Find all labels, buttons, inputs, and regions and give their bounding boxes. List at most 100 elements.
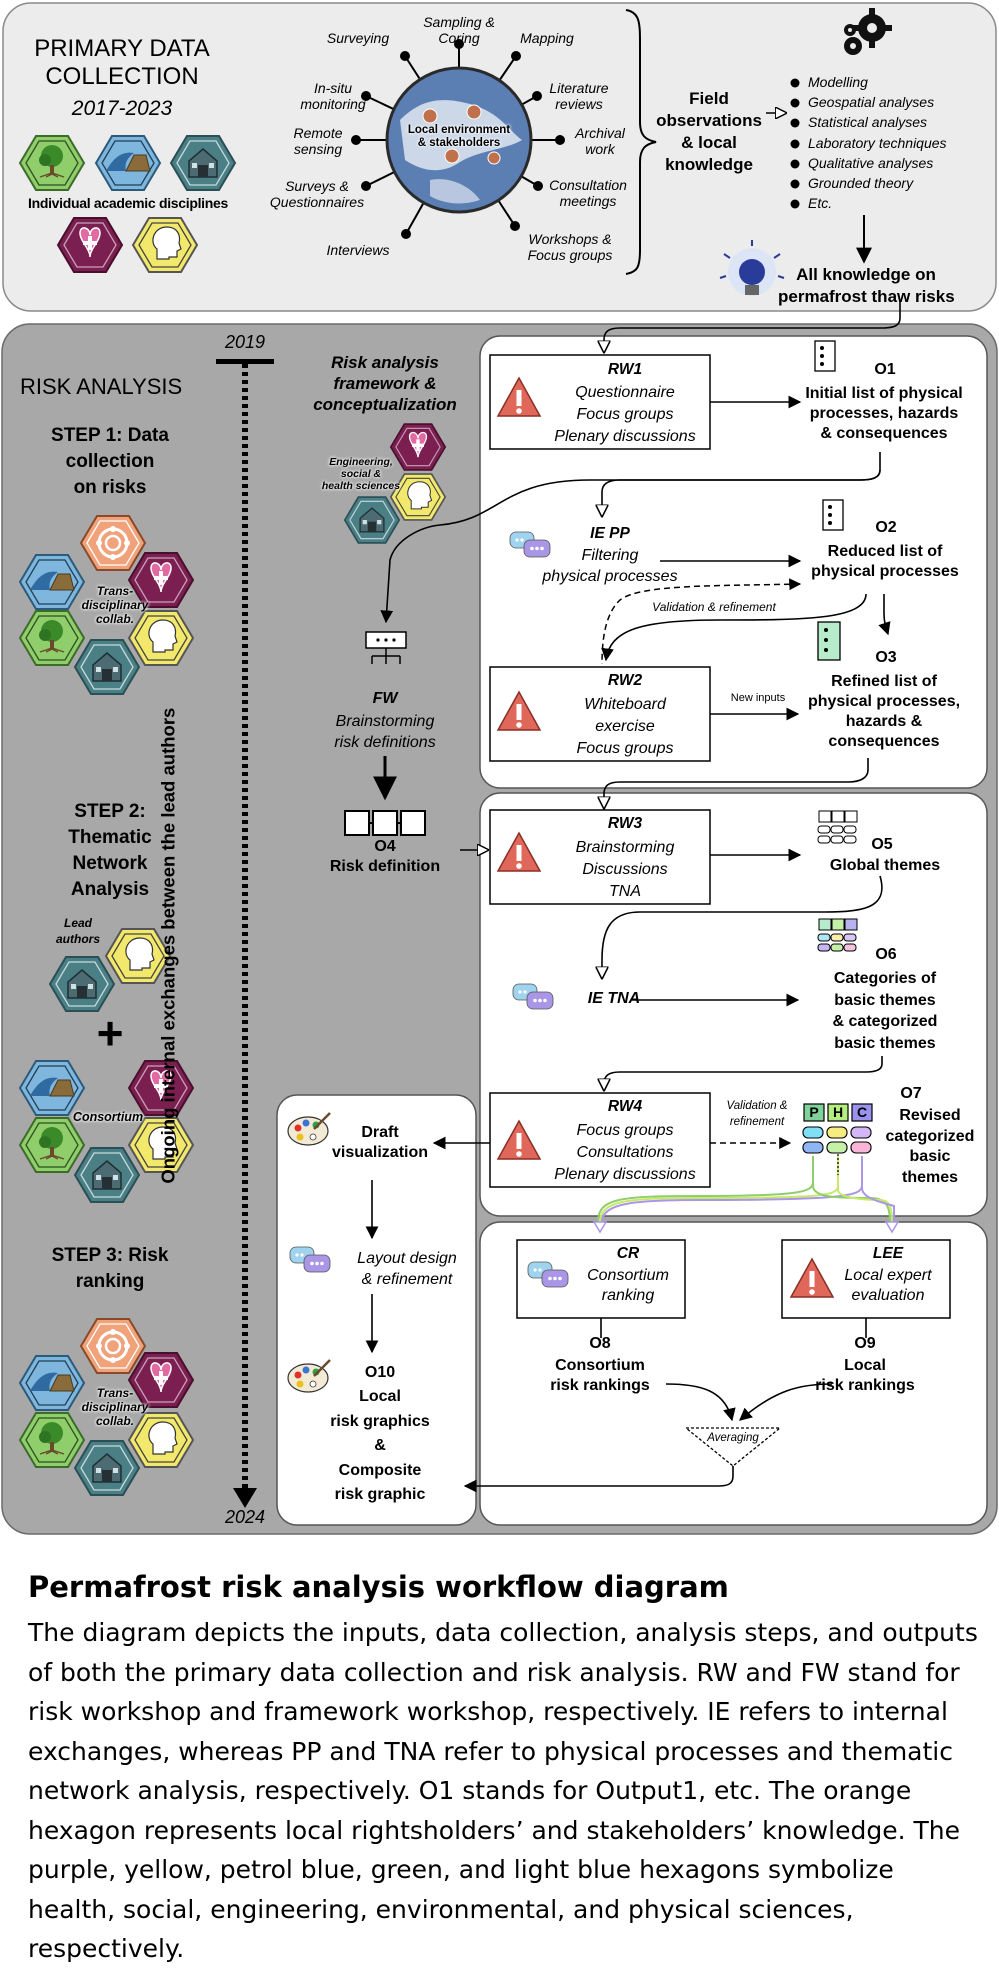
phc-h: H (832, 1104, 844, 1120)
averaging-label: Averaging (707, 1432, 759, 1444)
analysis-statistical: Statistical analyses (808, 114, 928, 130)
lightbulb-icon (719, 240, 785, 296)
fw-title: FW (372, 690, 398, 707)
validation-refinement-2: Validation &refinement (726, 1100, 788, 1128)
cr-title: CR (616, 1245, 640, 1262)
method-mapping: Mapping (520, 30, 574, 46)
fw-icon (365, 631, 407, 664)
o3-title: O3 (875, 649, 897, 666)
o3-document-icon (817, 621, 841, 661)
o4-label: Risk definition (329, 858, 441, 875)
o6-phc-icon (817, 918, 858, 952)
timeline-end: 2024 (224, 1507, 266, 1527)
analysis-etc: Etc. (808, 195, 833, 211)
gear-icon (844, 8, 892, 55)
field-brace (625, 9, 657, 275)
o1-title: O1 (874, 361, 896, 378)
o7-title: O7 (900, 1085, 922, 1102)
validation-refinement-1: Validation & refinement (652, 600, 776, 614)
new-inputs-label: New inputs (730, 692, 786, 704)
rw1-title: RW1 (607, 361, 643, 378)
analysis-qualitative: Qualitative analyses (808, 155, 934, 171)
timeline-start: 2019 (224, 332, 266, 352)
plus-sign: + (96, 1007, 124, 1059)
analysis-modelling: Modelling (808, 74, 868, 90)
analysis-geospatial: Geospatial analyses (808, 94, 935, 110)
method-surveys: Surveys &Questionnaires (269, 178, 365, 211)
o8-title: O8 (589, 1335, 611, 1352)
method-interviews: Interviews (326, 242, 390, 258)
o5-title: O5 (871, 836, 893, 853)
caption-title: Permafrost risk analysis workflow diagra… (28, 1570, 729, 1604)
disciplines-label: Individual academic disciplines (28, 195, 228, 211)
rw3-title: RW3 (607, 815, 643, 832)
o10-title: O10 (364, 1364, 396, 1381)
hub-label: Local environment& stakeholders (407, 124, 511, 150)
risk-analysis-title: RISK ANALYSIS (20, 374, 183, 399)
o5-phc-icon (817, 810, 858, 844)
consortium-label: Consortium (72, 1110, 144, 1124)
analysis-laboratory: Laboratory techniques (808, 135, 947, 151)
phc-c: C (856, 1104, 868, 1120)
analysis-bullets (790, 78, 800, 209)
o2-document-icon (822, 499, 844, 531)
rw2-title: RW2 (607, 672, 643, 689)
method-workshops: Workshops &Focus groups (527, 231, 613, 264)
o7-phc-icon (802, 1103, 873, 1154)
method-sampling: Sampling &Coring (423, 14, 495, 47)
ie-pp-title: IE PP (590, 525, 630, 542)
visualization-panel (276, 1094, 477, 1526)
rw4-box (489, 1092, 711, 1188)
rw4-title: RW4 (607, 1098, 643, 1115)
workflow-diagram (1, 2, 998, 1535)
ie-tna-label: IE TNA (587, 990, 641, 1007)
collection-years: 2017-2023 (71, 97, 173, 120)
lee-title: LEE (872, 1245, 904, 1262)
engineering-social-health-label: Engineering,social &health sciences (321, 456, 401, 492)
o6-title: O6 (875, 946, 897, 963)
caption-body: The diagram depicts the inputs, data col… (28, 1618, 978, 1963)
timeline-label: Ongoing internal exchanges between the l… (157, 707, 179, 1184)
averaging-funnel (684, 1427, 782, 1467)
layout-design-label: Layout design& refinement (357, 1250, 457, 1288)
o4-icon (344, 810, 426, 836)
method-surveying: Surveying (326, 30, 390, 46)
o9-title: O9 (854, 1335, 876, 1352)
o2-title: O2 (875, 519, 897, 536)
o1-document-icon (814, 340, 836, 372)
analysis-grounded: Grounded theory (808, 175, 914, 191)
phc-p: P (809, 1104, 819, 1120)
